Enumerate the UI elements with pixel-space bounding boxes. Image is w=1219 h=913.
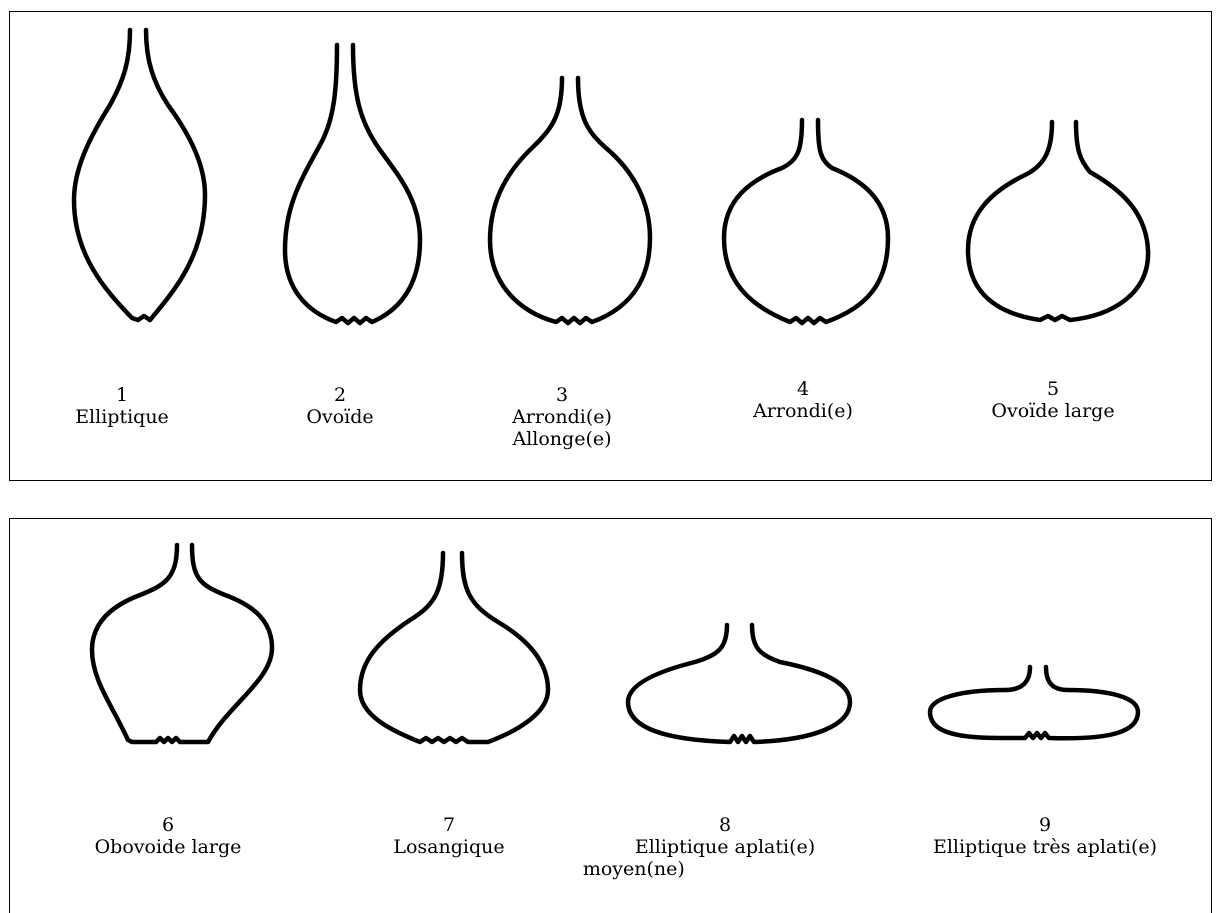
caption-2-number: 2 (306, 384, 373, 406)
caption-4-label: Arrondi(e) (753, 400, 853, 422)
caption-5-label: Ovoïde large (991, 400, 1114, 422)
caption-3-label: Arrondi(e) (512, 406, 612, 428)
bulb-shape-7-losangique (360, 553, 548, 742)
bulb-shape-2-ovoide (285, 45, 420, 323)
bulb-shape-4-arrondi (724, 120, 888, 323)
caption-1: 1 Elliptique (75, 384, 169, 428)
caption-6-label: Obovoide large (95, 836, 242, 858)
caption-3: 3 Arrondi(e) Allonge(e) (512, 384, 612, 450)
caption-8-label-line2: moyen(ne) (583, 858, 815, 880)
caption-4-number: 4 (753, 378, 853, 400)
caption-4: 4 Arrondi(e) (753, 378, 853, 422)
caption-2-label: Ovoïde (306, 406, 373, 428)
bulb-shape-3-arrondi-allonge (490, 78, 650, 323)
bulb-shape-1-elliptique (74, 30, 205, 320)
caption-7-label: Losangique (393, 836, 504, 858)
caption-1-label: Elliptique (75, 406, 169, 428)
caption-5: 5 Ovoïde large (991, 378, 1114, 422)
caption-9-number: 9 (933, 814, 1157, 836)
caption-8: 8 Elliptique aplati(e) moyen(ne) (635, 814, 815, 880)
caption-2: 2 Ovoïde (306, 384, 373, 428)
caption-7-number: 7 (393, 814, 504, 836)
caption-8-label: Elliptique aplati(e) (635, 836, 815, 858)
caption-9-label: Elliptique très aplati(e) (933, 836, 1157, 858)
caption-1-number: 1 (75, 384, 169, 406)
bulb-shape-8-elliptique-aplati-moyen (628, 625, 850, 742)
caption-3-label-line2: Allonge(e) (512, 428, 612, 450)
caption-6-number: 6 (95, 814, 242, 836)
caption-9: 9 Elliptique très aplati(e) (933, 814, 1157, 858)
caption-7: 7 Losangique (393, 814, 504, 858)
bulb-shape-6-obovoide-large (92, 545, 272, 742)
caption-5-number: 5 (991, 378, 1114, 400)
bulb-shape-9-elliptique-tres-aplati (930, 667, 1138, 738)
caption-3-number: 3 (512, 384, 612, 406)
bulb-shape-5-ovoide-large (968, 122, 1148, 320)
caption-6: 6 Obovoide large (95, 814, 242, 858)
caption-8-number: 8 (635, 814, 815, 836)
